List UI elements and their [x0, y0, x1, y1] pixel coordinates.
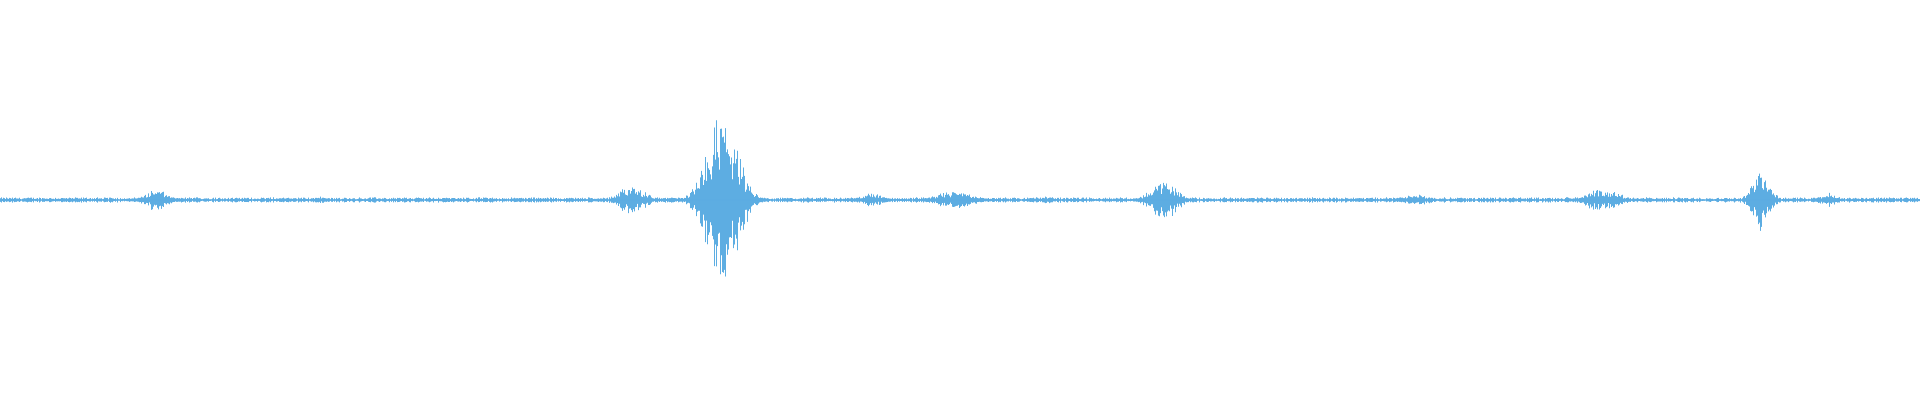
- waveform-path: [0, 120, 1920, 277]
- waveform-bars: [0, 120, 1920, 277]
